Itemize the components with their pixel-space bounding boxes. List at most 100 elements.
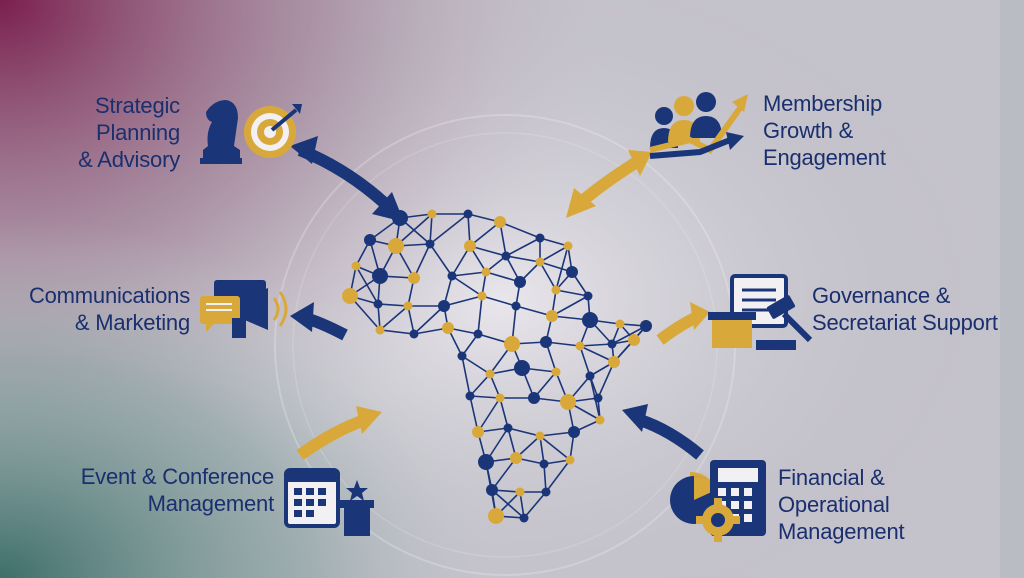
network-link bbox=[555, 289, 589, 297]
network-link bbox=[555, 245, 569, 291]
label-line: & Marketing bbox=[74, 310, 190, 335]
network-node bbox=[425, 239, 435, 249]
network-link bbox=[539, 245, 569, 263]
navy-double-arrow bbox=[290, 136, 404, 222]
network-node bbox=[563, 241, 573, 251]
people-growth-icon bbox=[649, 92, 748, 159]
calculator-gear-icon bbox=[670, 460, 766, 542]
network-link bbox=[379, 305, 409, 331]
network-link bbox=[461, 355, 471, 397]
network-node bbox=[494, 216, 506, 228]
network-link bbox=[539, 435, 571, 461]
network-node bbox=[442, 322, 454, 334]
network-node bbox=[535, 431, 545, 441]
network-link bbox=[477, 295, 483, 335]
network-node bbox=[447, 271, 457, 281]
network-node bbox=[607, 339, 617, 349]
network-node bbox=[566, 266, 578, 278]
network-link bbox=[579, 343, 613, 347]
label-line: Growth & bbox=[763, 118, 854, 143]
network-node bbox=[403, 301, 413, 311]
label-line: Governance & bbox=[812, 283, 951, 308]
network-link bbox=[469, 245, 507, 257]
network-node bbox=[473, 329, 483, 339]
calendar-podium-icon bbox=[284, 468, 374, 536]
network-link bbox=[429, 213, 469, 245]
network-node bbox=[582, 312, 598, 328]
service-label-communications: Communications & Marketing bbox=[6, 282, 190, 336]
network-node bbox=[503, 423, 513, 433]
service-label-governance: Governance & Secretariat Support bbox=[812, 282, 998, 336]
network-node bbox=[388, 238, 404, 254]
network-link bbox=[491, 457, 517, 491]
network-link bbox=[451, 275, 483, 297]
service-label-membership: Membership Growth & Engagement bbox=[763, 90, 886, 171]
network-node bbox=[504, 336, 520, 352]
network-node bbox=[546, 310, 558, 322]
network-node bbox=[540, 336, 552, 348]
label-line: Strategic bbox=[94, 93, 180, 118]
network-link bbox=[379, 329, 415, 335]
label-line: Planning bbox=[95, 120, 180, 145]
megaphone-chat-icon bbox=[200, 280, 288, 338]
network-link bbox=[443, 295, 483, 307]
network-node bbox=[463, 209, 473, 219]
network-node bbox=[585, 371, 595, 381]
network-node bbox=[528, 392, 540, 404]
network-link bbox=[507, 427, 541, 437]
navy-arrow-outward bbox=[290, 302, 348, 341]
service-label-financial: Financial & Operational Management bbox=[778, 464, 905, 545]
network-link bbox=[413, 305, 445, 335]
network-node bbox=[615, 319, 625, 329]
network-node bbox=[485, 369, 495, 379]
network-link bbox=[395, 213, 433, 247]
network-link bbox=[579, 345, 615, 363]
network-node bbox=[427, 209, 437, 219]
knight-target-icon bbox=[200, 100, 302, 164]
network-link bbox=[539, 435, 545, 465]
africa-network-map-icon bbox=[342, 209, 652, 524]
network-link bbox=[469, 395, 501, 399]
network-node bbox=[565, 455, 575, 465]
network-node bbox=[488, 508, 504, 524]
label-line: Communications bbox=[28, 283, 190, 308]
network-link bbox=[499, 397, 509, 429]
network-node bbox=[560, 394, 576, 410]
network-node bbox=[519, 513, 529, 523]
network-link bbox=[477, 397, 501, 433]
label-line: Management bbox=[778, 519, 905, 544]
network-node bbox=[372, 268, 388, 284]
network-node bbox=[408, 272, 420, 284]
network-link bbox=[543, 463, 547, 493]
network-link bbox=[551, 295, 589, 317]
label-line: Operational bbox=[778, 492, 890, 517]
network-link bbox=[407, 305, 415, 335]
network-node bbox=[481, 267, 491, 277]
label-line: Management bbox=[147, 491, 275, 516]
label-line: & Advisory bbox=[78, 147, 180, 172]
network-node bbox=[465, 391, 475, 401]
network-node bbox=[477, 291, 487, 301]
network-node bbox=[575, 341, 585, 351]
network-node bbox=[351, 261, 361, 271]
navy-arrow-inward bbox=[622, 404, 704, 460]
network-link bbox=[451, 271, 487, 277]
gold-arrow-inward bbox=[296, 406, 382, 460]
network-node bbox=[640, 320, 652, 332]
network-node bbox=[551, 367, 561, 377]
network-node bbox=[373, 299, 383, 309]
network-link bbox=[611, 325, 647, 345]
network-link bbox=[429, 243, 453, 277]
label-line: Financial & bbox=[778, 465, 885, 490]
network-node bbox=[409, 329, 419, 339]
network-link bbox=[461, 333, 479, 357]
network-node bbox=[438, 300, 450, 312]
network-node bbox=[486, 484, 498, 496]
network-node bbox=[608, 356, 620, 368]
network-link bbox=[469, 373, 491, 397]
network-node bbox=[510, 452, 522, 464]
label-line: Secretariat Support bbox=[812, 310, 998, 335]
network-node bbox=[535, 233, 545, 243]
